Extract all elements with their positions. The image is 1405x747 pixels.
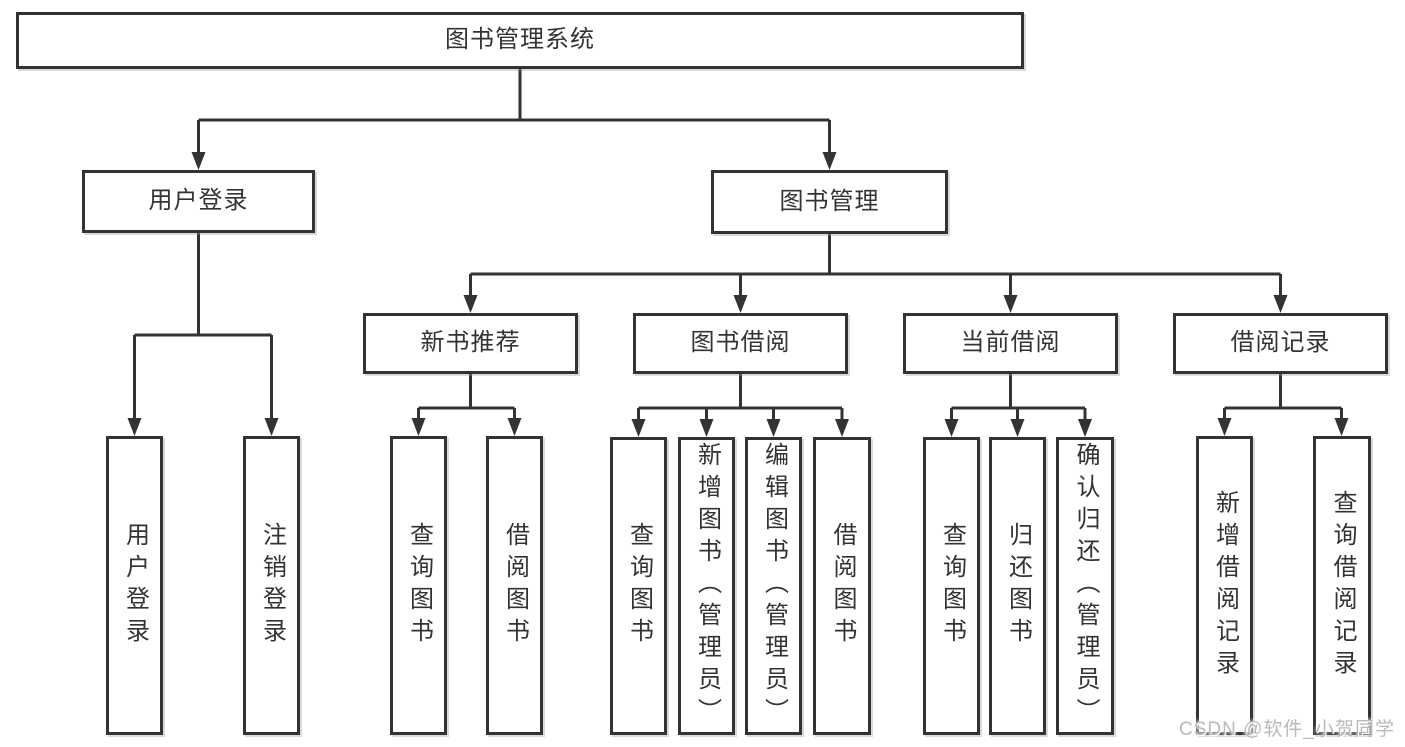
arrowhead-icon [944, 419, 959, 437]
diagram-node-leaf-query-books-3: 查询图书 [923, 437, 980, 735]
watermark: CSDN @软件_小贺同学 [1179, 719, 1395, 740]
arrowhead-icon [631, 419, 646, 437]
connector-path [637, 374, 844, 423]
arrowhead-icon [699, 419, 714, 437]
diagram-node-borrowing-records: 借阅记录 [1173, 313, 1388, 374]
diagram-node-user-login: 用户登录 [82, 170, 315, 233]
diagram-node-leaf-confirm-return: 确认归还（管理员） [1056, 437, 1114, 735]
arrowhead-icon [1078, 419, 1092, 437]
diagram-node-leaf-add-books: 新增图书（管理员） [678, 437, 735, 735]
diagram-node-new-book-recommend: 新书推荐 [363, 313, 578, 374]
arrowhead-icon [1273, 295, 1288, 313]
arrowhead-icon [766, 419, 781, 437]
diagram-node-leaf-borrow-books-2: 借阅图书 [813, 437, 871, 735]
diagram-node-book-borrowing: 图书借阅 [633, 313, 848, 374]
connector-path [133, 233, 273, 422]
arrowhead-icon [411, 418, 426, 436]
arrowhead-icon [507, 418, 522, 436]
diagram-node-library-system: 图书管理系统 [16, 12, 1024, 69]
arrowhead-icon [1217, 418, 1232, 436]
connector-path [469, 234, 1282, 299]
connector-path [417, 374, 516, 422]
arrowhead-icon [822, 152, 837, 170]
diagram-node-current-borrowing: 当前借阅 [903, 313, 1118, 374]
arrowhead-icon [1010, 419, 1025, 437]
arrowhead-icon [1003, 295, 1018, 313]
arrowhead-icon [835, 419, 849, 437]
connector-path [1223, 374, 1343, 422]
diagram-node-leaf-return-books: 归还图书 [989, 437, 1046, 735]
diagram-node-leaf-query-books-2: 查询图书 [610, 437, 667, 735]
arrowhead-icon [191, 152, 206, 170]
diagram-node-leaf-add-borrow-record: 新增借阅记录 [1196, 436, 1253, 735]
connector-path [950, 374, 1087, 423]
connector-path [197, 69, 831, 156]
arrowhead-icon [264, 418, 279, 436]
diagram-node-leaf-borrow-books-1: 借阅图书 [486, 436, 543, 735]
arrowhead-icon [1334, 418, 1349, 436]
diagram-node-leaf-user-login: 用户登录 [106, 436, 163, 735]
arrowhead-icon [127, 418, 142, 436]
arrowhead-icon [463, 295, 478, 313]
diagram-node-book-management: 图书管理 [711, 170, 948, 234]
diagram-node-leaf-logout: 注销登录 [243, 436, 300, 735]
diagram-node-leaf-query-books-1: 查询图书 [390, 436, 447, 735]
diagram-node-leaf-query-borrow-record: 查询借阅记录 [1313, 436, 1371, 735]
diagram-node-leaf-edit-books: 编辑图书（管理员） [745, 437, 802, 735]
arrowhead-icon [733, 295, 748, 313]
